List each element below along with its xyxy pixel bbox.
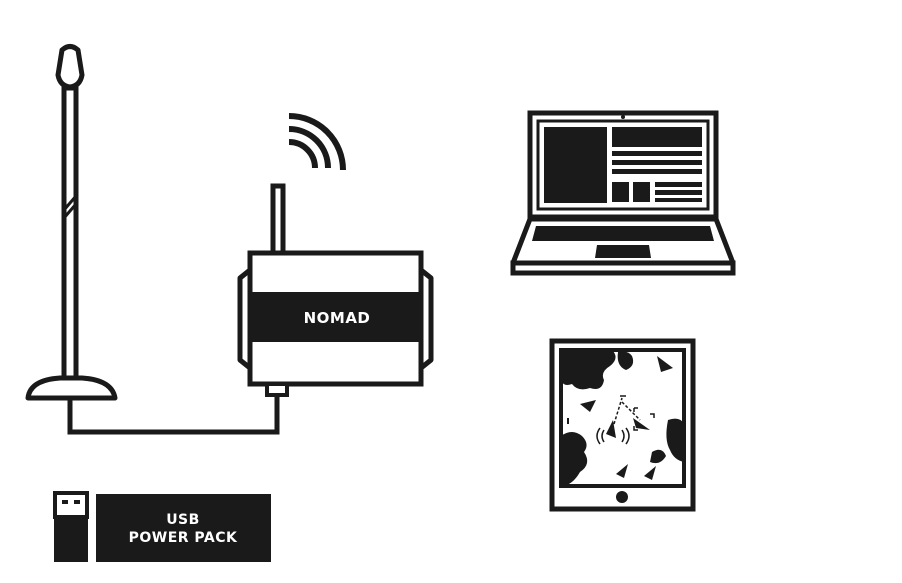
nomad-label: NOMAD: [304, 309, 371, 327]
power-pack-icon: [96, 494, 271, 562]
mic-cable: [67, 394, 280, 435]
power-pack-label-line1: USB: [166, 512, 200, 528]
wireless-signal-icon: [288, 113, 346, 171]
nomad-device-icon: [237, 183, 434, 397]
tablet-icon: [549, 338, 696, 512]
microphone-stand-icon: [25, 44, 118, 401]
usb-connector-icon: [53, 491, 89, 562]
laptop-icon: [510, 110, 736, 276]
power-pack-label-line2: POWER PACK: [129, 530, 238, 546]
